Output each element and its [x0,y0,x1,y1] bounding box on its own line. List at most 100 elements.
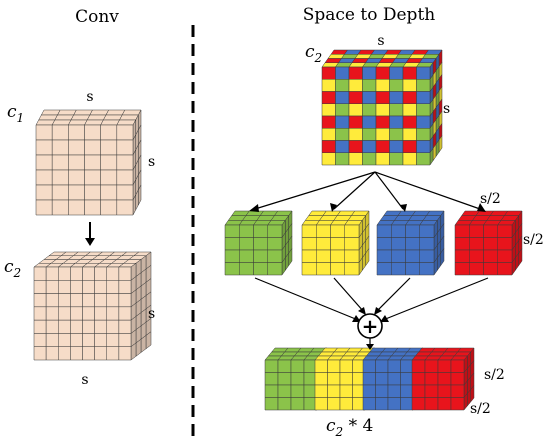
concat-cube-yellow-front-cell [327,397,341,411]
split-cube-green-front-cell [253,237,268,251]
conv-output-cube-front-cell [33,346,47,361]
concat-cube-blue-front-cell [400,359,414,373]
concat-cube-yellow-front-cell [314,359,328,373]
conv-input-channel-label: c1 [7,102,24,125]
conv-output-cube-front-cell [45,306,59,321]
concat-cube-green-front-cell [277,372,292,386]
conv-input-cube-front-cell [116,199,134,216]
concat-side-dim-2: s/2 [470,401,491,417]
conv-output-cube-front-cell [118,280,132,294]
split-cube-blue-front-cell [405,237,420,251]
std-input-cube-front-cell [402,103,417,117]
split-cube-yellow-front-cell [344,237,360,251]
conv-output-cube-front-cell [106,346,120,361]
split-cube-blue-front-cell [391,262,406,276]
conv-input-cube-front-cell [100,124,118,141]
conv-input-cube-front-cell [35,169,53,186]
concat-cube-green-front-cell [290,384,305,398]
split-cube-green-front-cell [239,224,254,238]
std-input-cube-front-cell [375,152,390,166]
conv-output-cube-front-cell [106,333,120,347]
conv-output-cube-front-cell [118,319,132,334]
concat-cube-red-front-cell [424,397,439,411]
split-cube-yellow [301,210,370,276]
concat-cube-blue-front-cell [362,384,376,398]
split-cube-yellow-front-cell [316,249,331,263]
conv-input-cube-front-cell [51,169,69,186]
std-input-cube-front-cell [389,91,404,104]
split-cube-yellow-front-cell [330,262,345,276]
conv-input-cube-top-cell [40,109,61,116]
split-cube-red-front-cell [497,237,513,251]
std-input-cube-front-cell [389,115,404,129]
split-cube-yellow-front-cell [301,249,317,263]
split-cube-red-front-cell [469,262,484,276]
split-cube-red-front-cell [497,262,513,276]
conv-output-cube-front-cell [58,346,71,361]
split-cube-red-front-cell [483,249,498,263]
conv-title: Conv [75,7,119,27]
conv-input-cube-front-cell [84,184,101,201]
conv-input-cube-front-cell [116,124,134,141]
split-side-dim: s/2 [523,232,544,248]
split-cube-blue-front-cell [376,249,392,263]
conv-output-cube-front-cell [118,346,132,361]
split-cube-green-front-cell [253,262,268,276]
concat-cube-red-front-cell [437,372,452,386]
std-input-cube-front-cell [362,115,377,129]
std-input-cube-front-cell [402,66,417,80]
conv-input-cube-top-cell [116,119,137,126]
std-input-cube-front-cell [375,79,390,92]
conv-input-cube-front-cell [84,139,101,156]
split-cube-blue-front-cell [376,224,392,238]
concat-cube-yellow-front-cell [339,359,353,373]
split-cube-green-front-cell [267,224,283,238]
std-input-top-dim: s [377,33,384,49]
conv-output-cube-front-cell [45,333,59,347]
split-cube-red-front-cell [454,262,470,276]
split-cube-yellow-front-cell [344,224,360,238]
concat-cube-blue-front-cell [400,397,414,411]
conv-input-cube-top-cell [84,119,104,126]
split-cube-blue-front-cell [405,249,420,263]
split-cube-yellow-front-cell [301,237,317,251]
std-input-cube-front-cell [416,115,431,129]
split-cube-red-front-cell [454,224,470,238]
conv-output-cube-front-cell [45,293,59,308]
conv-output-cube [33,251,152,361]
conv-input-cube-front-cell [84,199,101,216]
conv-input-cube-top-cell [89,109,110,116]
split-cube-green-front-cell [253,249,268,263]
conv-input-cube-front-cell [68,124,85,141]
concat-cube-blue-front-cell [400,372,414,386]
std-input-cube-front-cell [321,152,336,166]
std-input-cube-front-cell [375,128,390,141]
conv-output-cube-front-cell [45,280,59,294]
std-input-cube-front-cell [348,103,363,117]
conv-input-cube-top-cell [67,119,88,126]
concat-cube-green-front-cell [290,397,305,411]
split-cube-blue-front-cell [419,262,435,276]
std-input-cube-front-cell [402,128,417,141]
concat-cube-blue-front-cell [375,359,389,373]
conv-input-cube-top-cell [121,109,142,116]
split-cube-blue-front-cell [419,249,435,263]
split-cube-yellow-front-cell [301,262,317,276]
conv-input-cube-front-cell [35,184,53,201]
conv-output-cube-front-cell [33,306,47,321]
split-cube-blue [376,210,445,276]
conv-output-cube-front-cell [70,293,83,308]
conv-input-cube-front-cell [68,169,85,186]
std-input-cube-front-cell [402,140,417,153]
conv-input-cube-front-cell [116,184,134,201]
std-input-cube-front-cell [362,103,377,117]
std-input-cube-front-cell [348,66,363,80]
concat-cube-blue-front-cell [387,359,401,373]
conv-output-cube-front-cell [118,333,132,347]
conv-output-cube-front-cell [106,319,120,334]
conv-input-cube-top-cell [100,119,120,126]
split-cube-green-front-cell [239,249,254,263]
split-cube-green-front-cell [267,262,283,276]
split-cube-red-front-cell [469,237,484,251]
conv-input-cube-front-cell [116,154,134,171]
